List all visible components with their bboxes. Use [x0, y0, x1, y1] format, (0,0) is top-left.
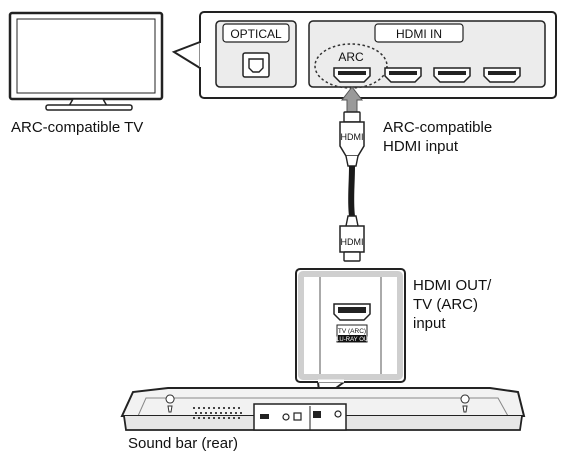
vent-grille [193, 407, 242, 419]
hdmi-in-port-group: HDMI IN ARC [308, 20, 546, 89]
cable-plug-top-label: HDMI [341, 132, 364, 142]
tv-illustration [8, 11, 164, 111]
tv-label: ARC-compatible TV [11, 119, 144, 136]
keyhole-icon [460, 394, 470, 413]
optical-port-group: OPTICAL [215, 20, 297, 88]
tv-input-note-line2: HDMI input [383, 138, 459, 155]
hdmi-in-label: HDMI IN [396, 27, 442, 41]
hdmi-cable: HDMI HDMI [339, 111, 365, 262]
optical-label: OPTICAL [230, 27, 282, 41]
soundbar-port-label-2: BLU-RAY OUT [332, 337, 372, 343]
soundbar-illustration [120, 387, 526, 431]
keyhole-icon [165, 394, 175, 413]
soundbar-output-note-line3: input [413, 315, 446, 332]
tv-input-note-line1: ARC-compatible [383, 119, 493, 136]
soundbar-port-label-1: TV (ARC) [338, 328, 366, 335]
soundbar-label: Sound bar (rear) [128, 435, 239, 452]
arc-label: ARC [338, 50, 364, 64]
soundbar-rear-callout: TV (ARC) BLU-RAY OUT [295, 268, 406, 402]
optical-connector-icon [248, 58, 264, 73]
soundbar-output-note-line1: HDMI OUT/ [413, 277, 492, 294]
tv-input-note: ARC-compatible HDMI input [383, 118, 492, 156]
cable-plug-bottom-label: HDMI [341, 237, 364, 247]
soundbar-output-note: HDMI OUT/ TV (ARC) input [413, 276, 491, 333]
soundbar-output-note-line2: TV (ARC) [413, 296, 478, 313]
